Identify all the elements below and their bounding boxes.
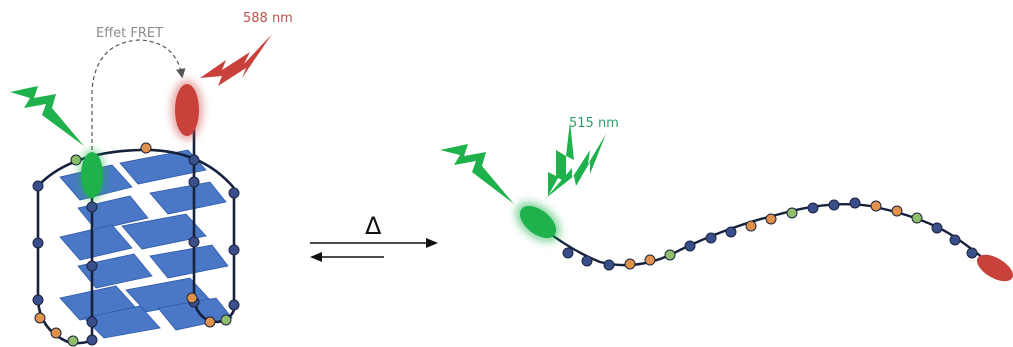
lightning-bolt-icon [548, 122, 574, 196]
lightning-bolt-icon [440, 144, 514, 204]
nucleotide-bead [849, 197, 861, 209]
nucleotide-bead [603, 259, 615, 271]
plate [119, 149, 207, 185]
nucleotide-bead [220, 314, 232, 326]
nucleotide-bead [891, 205, 903, 217]
nucleotide-bead [765, 213, 777, 225]
nucleotide-bead [966, 247, 978, 259]
g-quadruplex-folded: Effet FRET 588 nm [10, 11, 293, 347]
nucleotide-bead [86, 334, 98, 346]
equilibrium-arrows-icon: Δ [310, 212, 438, 262]
nucleotide-bead [32, 237, 44, 249]
nucleotide-bead [188, 154, 200, 166]
nucleotide-bead [204, 316, 216, 328]
fret-arrow [91, 39, 186, 150]
nucleotide-bead [186, 292, 198, 304]
nucleotide-beads [562, 197, 978, 271]
nucleotide-bead [50, 327, 62, 339]
nucleotide-bead [931, 222, 943, 234]
acceptor-fluorophore [175, 84, 199, 136]
donor-emission-label: 515 nm [569, 116, 619, 131]
acceptor-emission-label: 588 nm [243, 11, 293, 26]
nucleotide-bead [32, 180, 44, 192]
strand-backbone [539, 203, 995, 269]
heat-symbol: Δ [365, 212, 382, 240]
nucleotide-bead [34, 312, 46, 324]
nucleotide-bead [807, 202, 819, 214]
lightning-bolt-icon [10, 86, 84, 146]
nucleotide-bead [705, 232, 717, 244]
nucleotide-bead [228, 299, 240, 311]
nucleotide-bead [86, 201, 98, 213]
single-strand-unfolded: 515 nm [440, 116, 1013, 282]
nucleotide-bead [911, 212, 923, 224]
nucleotide-bead [644, 254, 656, 266]
donor-fluorophore [519, 205, 557, 239]
plate [149, 244, 229, 279]
nucleotide-bead [228, 187, 240, 199]
nucleotide-bead [624, 258, 636, 270]
nucleotide-bead [870, 200, 882, 212]
plate [77, 253, 153, 289]
plate [59, 224, 133, 261]
nucleotide-bead [562, 247, 574, 259]
nucleotide-bead [67, 335, 79, 347]
nucleotide-beads [32, 142, 240, 347]
plate [83, 305, 161, 339]
nucleotide-bead [188, 176, 200, 188]
nucleotide-bead [725, 226, 737, 238]
fret-label: Effet FRET [96, 26, 163, 41]
nucleotide-bead [949, 234, 961, 246]
nucleotide-bead [664, 249, 676, 261]
nucleotide-bead [140, 142, 152, 154]
nucleotide-bead [188, 236, 200, 248]
lightning-bolt-icon [200, 34, 272, 86]
nucleotide-bead [581, 255, 593, 267]
nucleotide-bead [32, 294, 44, 306]
donor-fluorophore [81, 152, 103, 198]
plate [121, 213, 207, 250]
nucleotide-bead [228, 244, 240, 256]
acceptor-fluorophore [976, 254, 1013, 282]
nucleotide-bead [86, 316, 98, 328]
nucleotide-bead [86, 260, 98, 272]
nucleotide-bead [745, 220, 757, 232]
nucleotide-bead [828, 199, 840, 211]
plate [149, 181, 227, 215]
nucleotide-bead [684, 240, 696, 252]
lightning-bolt-icon [546, 134, 606, 198]
nucleotide-bead [786, 207, 798, 219]
